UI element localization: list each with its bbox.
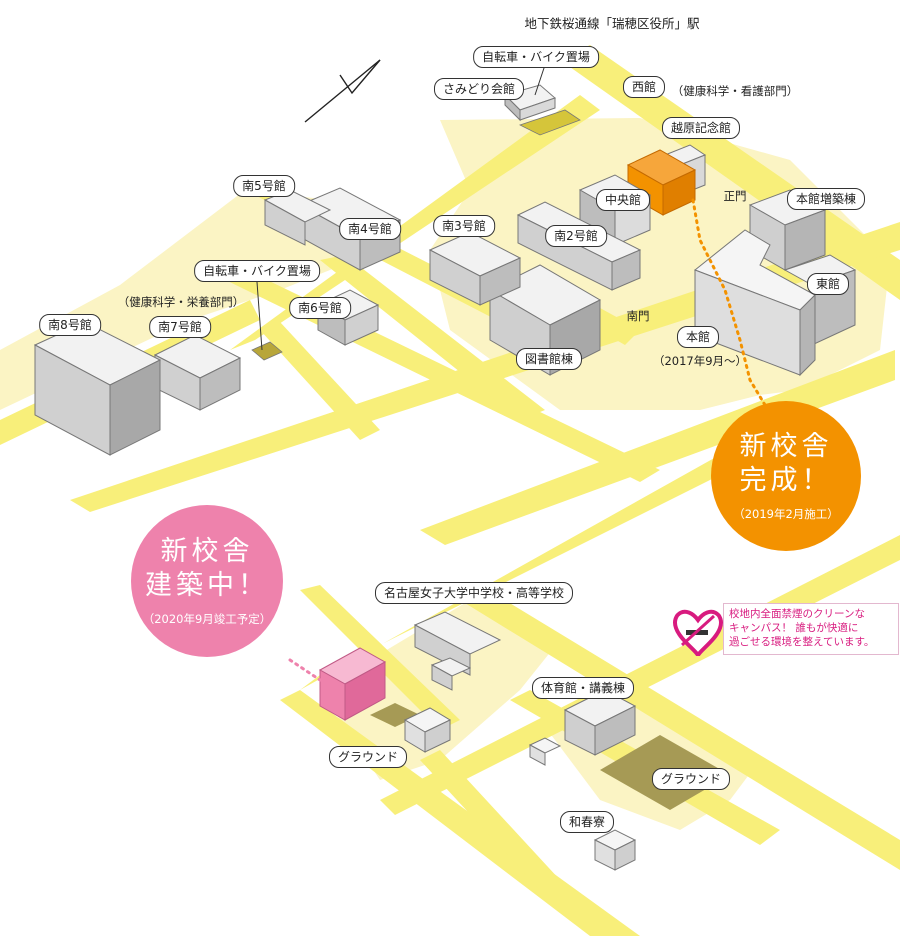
gym-building: [563, 689, 637, 756]
road: [320, 255, 545, 420]
minami7-label: 南7号館: [149, 316, 211, 338]
minami3-label: 南3号館: [433, 215, 495, 237]
nishi-label: 西館: [622, 76, 666, 98]
bike-parking-north-label: 自転車・バイク置場: [473, 46, 599, 68]
minami4-label: 南4号館: [339, 218, 401, 240]
ground-left-label: グラウンド: [328, 746, 408, 768]
chuo-label: 中央館: [595, 189, 651, 211]
samidori-label: さみどり会館: [433, 78, 525, 100]
road: [300, 585, 460, 730]
library-label: 図書館棟: [515, 348, 583, 370]
construction-line2: 建築中！: [145, 570, 269, 601]
road: [460, 585, 900, 870]
complete-note: （2019年2月施工）: [733, 507, 839, 521]
koshihara-label: 越原記念館: [661, 117, 741, 139]
dorm-building: [593, 829, 637, 871]
road: [420, 350, 895, 545]
no-smoking-icon: [673, 609, 723, 657]
dotted-paths: [288, 198, 770, 682]
gym-label: 体育館・講義棟: [531, 677, 635, 699]
notice-line1: 校地内全面禁煙のクリーンな: [729, 608, 865, 620]
construction-building: [318, 647, 387, 721]
nishi-note: （健康科学・看護部門）: [671, 84, 799, 98]
road: [420, 750, 560, 890]
south-annex-building: [403, 707, 452, 753]
nanmon-label: 南門: [626, 309, 650, 323]
gym-annex-building: [528, 737, 562, 766]
minami6-label: 南6号館: [289, 297, 351, 319]
samidori-building: [504, 84, 581, 136]
notice-text: 校地内全面禁煙のクリーンな キャンパス！ 誰もが快適に 過ごせる環境を整えていま…: [729, 607, 899, 649]
north-arrow-icon: [304, 59, 381, 123]
dorm-label: 和春寮: [559, 811, 615, 833]
minami8-label: 南8号館: [39, 314, 101, 336]
honkan-zochiku-label: 本館増築棟: [786, 188, 866, 210]
minami3-building: [428, 231, 522, 306]
notice-box: [723, 603, 899, 655]
minami7-building: [153, 334, 242, 411]
bike-parking-south-area: [251, 341, 283, 361]
leader-line: [534, 64, 546, 96]
construction-note: （2020年9月竣工予定）: [142, 612, 272, 626]
honkan-label: 本館: [676, 326, 720, 348]
school-label: 名古屋女子大学中学校・高等学校: [374, 582, 574, 604]
honkan-note: （2017年9月〜）: [652, 354, 748, 368]
road: [230, 95, 600, 350]
higashi-label: 東館: [806, 273, 850, 295]
minami2-label: 南2号館: [545, 225, 607, 247]
ground-right-label: グラウンド: [651, 768, 731, 790]
station-label: 地下鉄桜通線「瑞穂区役所」駅: [524, 16, 700, 31]
construction-line1: 新校舎: [160, 536, 254, 567]
leader-line: [256, 281, 263, 351]
leader-lines: [256, 64, 546, 351]
new-building-construction-badge: 新校舎 建築中！ （2020年9月竣工予定）: [131, 505, 283, 657]
road: [300, 410, 830, 690]
dotted-path: [691, 198, 770, 412]
seimon-label: 正門: [723, 189, 747, 203]
bike-parking-south-label: 自転車・バイク置場: [194, 260, 320, 282]
honkan-building: [694, 229, 816, 377]
notice-line3: 過ごせる環境を整えています。: [729, 636, 875, 648]
no-smoking-notice: 校地内全面禁煙のクリーンな キャンパス！ 誰もが快適に 過ごせる環境を整えていま…: [667, 601, 899, 657]
minami5-label: 南5号館: [233, 175, 295, 197]
minami7-note: （健康科学・栄養部門）: [117, 295, 245, 309]
complete-line1: 新校舎: [739, 431, 833, 462]
notice-line2: キャンパス！ 誰もが快適に: [729, 622, 859, 634]
south-campus-area: [320, 600, 560, 780]
minami8-building: [33, 321, 162, 456]
new-building-complete-badge: 新校舎 完成！ （2019年2月施工）: [711, 401, 861, 551]
complete-line2: 完成！: [739, 465, 833, 496]
school-building: [413, 611, 502, 691]
road: [260, 322, 380, 440]
dotted-path: [288, 658, 322, 682]
